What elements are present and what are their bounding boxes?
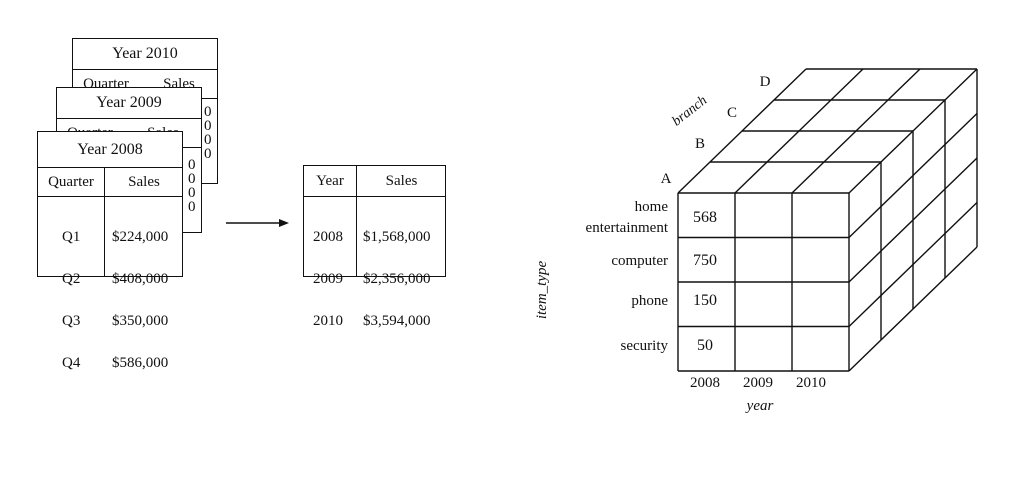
cell-value-phone: 150 bbox=[693, 292, 717, 309]
cell-sales: $586,000 bbox=[112, 355, 169, 371]
cell-value-security: 50 bbox=[697, 337, 713, 354]
branch-label: B bbox=[695, 136, 705, 152]
header-year: Year bbox=[316, 173, 344, 189]
sales-column: $224,000 $408,000 $350,000 $586,000 bbox=[112, 202, 168, 398]
table-title: Year 2008 bbox=[38, 132, 182, 168]
header-sales: Sales bbox=[385, 173, 418, 189]
cell-year: 2010 bbox=[313, 313, 343, 329]
cell-quarter: Q1 bbox=[62, 229, 81, 245]
table-title: Year 2010 bbox=[73, 39, 217, 70]
year-axis-label: year bbox=[745, 398, 774, 414]
table-yearly-summary: Year Sales 2008 2009 2010 $1,568,000 $2,… bbox=[303, 165, 446, 329]
cell-value-computer: 750 bbox=[693, 252, 717, 269]
quarter-column: Q1 Q2 Q3 Q4 bbox=[62, 202, 80, 398]
cell-value-home-entertainment: 568 bbox=[693, 209, 717, 226]
item-type-label: entertainment bbox=[586, 220, 669, 236]
table-title: Year 2009 bbox=[57, 88, 201, 119]
header-quarter: Quarter bbox=[48, 174, 94, 190]
year-column: 2008 2009 2010 bbox=[313, 202, 343, 356]
cell-quarter: Q3 bbox=[62, 313, 81, 329]
cell-year: 2008 bbox=[313, 229, 343, 245]
year-label: 2010 bbox=[796, 375, 826, 391]
cell-sales: $350,000 bbox=[112, 313, 169, 329]
cell-quarter: Q2 bbox=[62, 271, 81, 287]
column-divider bbox=[104, 168, 105, 276]
item-type-axis-label: item_type bbox=[534, 261, 550, 320]
item-type-label: computer bbox=[611, 253, 668, 269]
cell-quarter: Q4 bbox=[62, 355, 81, 371]
branch-label: C bbox=[727, 105, 737, 121]
cell-sales: $3,594,000 bbox=[363, 313, 431, 329]
branch-axis-label: branch bbox=[670, 93, 710, 129]
header-sales: Sales bbox=[128, 174, 160, 190]
item-type-label: security bbox=[621, 338, 669, 354]
sales-column: $1,568,000 $2,356,000 $3,594,000 bbox=[363, 202, 431, 356]
cube-grid bbox=[677, 68, 978, 372]
cell-sales: $408,000 bbox=[112, 271, 169, 287]
column-divider bbox=[356, 166, 357, 276]
table-header: Year Sales bbox=[304, 166, 445, 197]
branch-label: D bbox=[760, 74, 771, 90]
year-label: 2008 bbox=[690, 375, 720, 391]
branch-label: A bbox=[661, 171, 672, 187]
table-header: Quarter Sales bbox=[38, 168, 182, 197]
cell-year: 2009 bbox=[313, 271, 343, 287]
item-type-label: home bbox=[635, 199, 669, 215]
item-type-label: phone bbox=[631, 293, 668, 309]
year-label: 2009 bbox=[743, 375, 773, 391]
cell-sales: $224,000 bbox=[112, 229, 169, 245]
table-year-2008: Year 2008 Quarter Sales Q1 Q2 Q3 Q4 $224… bbox=[37, 131, 183, 371]
cell-sales: $2,356,000 bbox=[363, 271, 431, 287]
cell-sales: $1,568,000 bbox=[363, 229, 431, 245]
